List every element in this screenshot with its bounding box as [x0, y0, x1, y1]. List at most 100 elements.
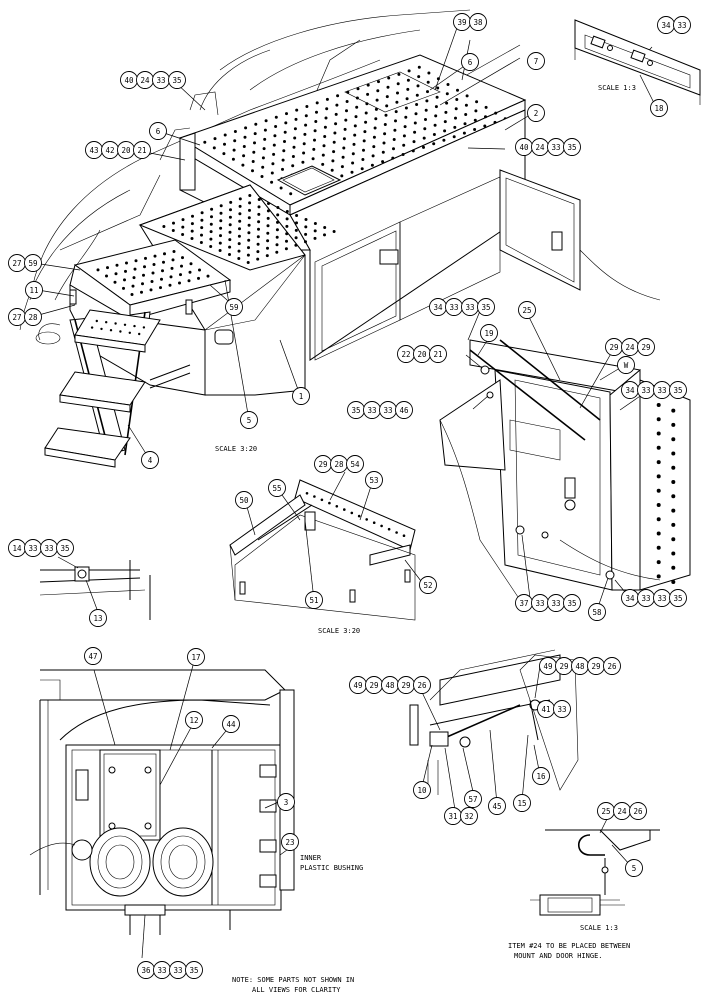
- perforation-hole: [100, 327, 103, 331]
- callout-6-left: 6: [149, 122, 167, 140]
- callout-balloon: 33: [653, 381, 671, 399]
- perforation-hole: [144, 256, 147, 260]
- callout-circle: [563, 138, 581, 156]
- perforation-hole: [210, 207, 214, 211]
- perforation-hole: [372, 135, 376, 139]
- callout-circle: [464, 790, 482, 808]
- perforation-hole: [291, 155, 295, 158]
- callout-number: 14: [12, 544, 22, 553]
- perforation-hole: [295, 221, 298, 225]
- callout-number: 33: [557, 705, 566, 714]
- callout-12: 12: [185, 711, 203, 729]
- callout-number: 51: [309, 596, 318, 605]
- callout-balloon: 29: [587, 657, 605, 675]
- perforation-hole: [406, 87, 410, 91]
- perforation-hole: [134, 259, 138, 263]
- callout-circle: [413, 781, 431, 799]
- callout-balloon: 35: [477, 298, 495, 316]
- callout-number: 28: [28, 313, 38, 322]
- callout-number: 33: [677, 21, 686, 30]
- callout-balloon: 21: [429, 345, 447, 363]
- perforation-hole: [237, 249, 241, 253]
- perforation-hole: [411, 149, 415, 153]
- perforation-hole: [304, 225, 308, 229]
- callout-5-detail: 5: [625, 859, 643, 877]
- callout-balloon: 35: [669, 589, 687, 607]
- perforation-hole: [332, 140, 336, 144]
- callout-circle: [185, 961, 203, 979]
- callout-number: 46: [399, 406, 409, 415]
- callout-number: 33: [44, 544, 53, 553]
- callout-number: 29: [369, 681, 378, 690]
- perforation-hole: [333, 131, 337, 135]
- callout-balloon: 22: [397, 345, 415, 363]
- perforation-hole: [232, 148, 236, 152]
- perforation-hole: [656, 460, 661, 465]
- callout-balloon: 41: [537, 700, 555, 718]
- perforation-hole: [424, 108, 428, 112]
- perforation-hole: [275, 235, 279, 239]
- perforation-hole: [321, 153, 325, 157]
- callout-number: 1: [299, 392, 304, 401]
- callout-number: 33: [657, 594, 666, 603]
- scale-label-mid: SCALE 3:20: [318, 627, 360, 635]
- callout-58: 58: [588, 603, 606, 621]
- perforation-hole: [350, 170, 354, 174]
- perforation-hole: [343, 508, 346, 511]
- perforation-hole: [96, 268, 100, 272]
- callout-number: 33: [657, 386, 666, 395]
- perforation-hole: [374, 107, 378, 111]
- perforation-hole: [261, 156, 265, 160]
- perforation-hole: [422, 136, 426, 140]
- callout-number: 33: [641, 386, 650, 395]
- perforation-hole: [671, 494, 676, 499]
- perforation-hole: [345, 100, 349, 103]
- perforation-hole: [304, 218, 308, 221]
- perforation-hole: [313, 222, 317, 225]
- perforation-hole: [443, 129, 447, 133]
- callout-circle: [84, 647, 102, 665]
- callout-balloon: 48: [381, 676, 399, 694]
- perforation-hole: [406, 78, 410, 82]
- perforation-hole: [231, 157, 235, 161]
- perforation-hole: [343, 127, 347, 131]
- perforation-hole: [313, 495, 316, 498]
- perforation-hole: [344, 118, 348, 122]
- callout-balloon: 36: [137, 961, 155, 979]
- callout-circle: [235, 491, 253, 509]
- callout-circle: [532, 767, 550, 785]
- callout-balloon: 33: [547, 594, 565, 612]
- callout-number: 15: [517, 799, 526, 808]
- perforation-hole: [353, 133, 357, 137]
- perforation-hole: [285, 239, 288, 243]
- callout-balloon: 33: [153, 961, 171, 979]
- perforation-hole: [133, 324, 136, 328]
- perforation-hole: [285, 210, 289, 213]
- perforation-hole: [402, 534, 406, 537]
- callout-balloon: 33: [152, 71, 170, 89]
- callout-number: 53: [369, 476, 378, 485]
- callout-circle: [527, 52, 545, 70]
- perforation-hole: [219, 211, 223, 215]
- perforation-hole: [122, 286, 125, 290]
- perforation-hole: [260, 175, 264, 178]
- perforation-hole: [247, 223, 251, 227]
- callout-balloon: 59: [24, 254, 42, 272]
- callout-balloon: 34: [621, 589, 639, 607]
- perforation-hole: [426, 80, 430, 84]
- callout-balloon: 49: [539, 657, 557, 675]
- perforation-hole: [454, 116, 457, 120]
- perforation-hole: [179, 273, 182, 277]
- perforation-hole: [415, 93, 419, 97]
- perforation-hole: [671, 537, 676, 542]
- perforation-hole: [402, 143, 406, 147]
- perforation-hole: [393, 128, 397, 132]
- callout-18: 18: [650, 99, 668, 117]
- perforation-hole: [361, 158, 365, 161]
- perforation-hole: [242, 145, 246, 148]
- perforation-hole: [178, 281, 181, 285]
- callout-circle: [240, 411, 258, 429]
